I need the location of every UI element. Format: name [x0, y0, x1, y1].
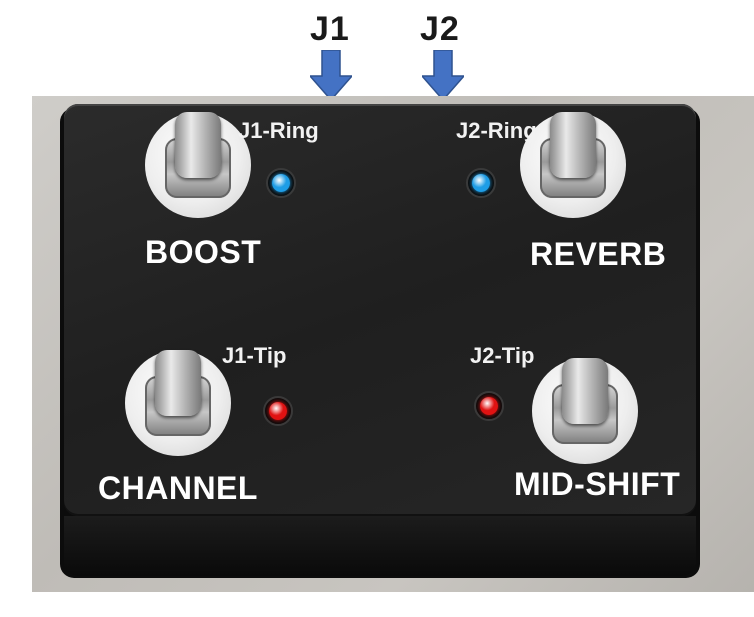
enclosure-side [64, 516, 696, 576]
switch-label-boost: BOOST [145, 234, 262, 270]
footswitch-mid-shift[interactable] [532, 358, 638, 464]
switch-label-channel: CHANNEL [98, 470, 258, 506]
led-label-j2-tip: J2-Tip [470, 343, 535, 368]
led-label-j2-ring: J2-Ring [456, 118, 537, 143]
led-j1-ring [266, 168, 296, 198]
led-j1-tip-core [269, 402, 287, 420]
arrow-down-icon [310, 50, 352, 100]
led-j2-tip-core [480, 397, 498, 415]
footswitch-boost[interactable] [145, 112, 251, 218]
led-j2-tip [474, 391, 504, 421]
switch-label-reverb: REVERB [530, 236, 667, 272]
footswitch-reverb[interactable] [520, 112, 626, 218]
led-j1-tip [263, 396, 293, 426]
jack-j1-label: J1 [310, 10, 350, 48]
led-j2-ring [466, 168, 496, 198]
led-label-j1-tip: J1-Tip [222, 343, 287, 368]
jack-j2-label: J2 [420, 10, 460, 48]
arrow-down-icon [422, 50, 464, 100]
switch-label-mid-shift: MID-SHIFT [514, 466, 681, 502]
led-j2-ring-core [472, 174, 490, 192]
footswitch-channel[interactable] [125, 350, 231, 456]
led-j1-ring-core [272, 174, 290, 192]
led-label-j1-ring: J1-Ring [238, 118, 319, 143]
